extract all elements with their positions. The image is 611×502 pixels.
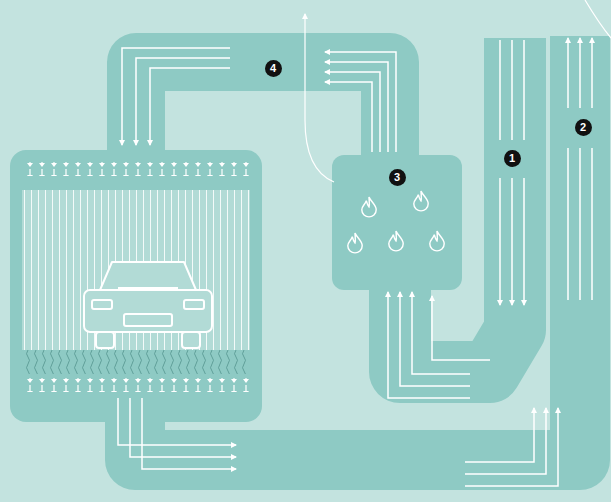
callout-number: 2	[575, 119, 592, 136]
callout-number: 4	[265, 60, 282, 77]
callout-number: 3	[389, 169, 406, 186]
callout-number: 1	[504, 150, 521, 167]
